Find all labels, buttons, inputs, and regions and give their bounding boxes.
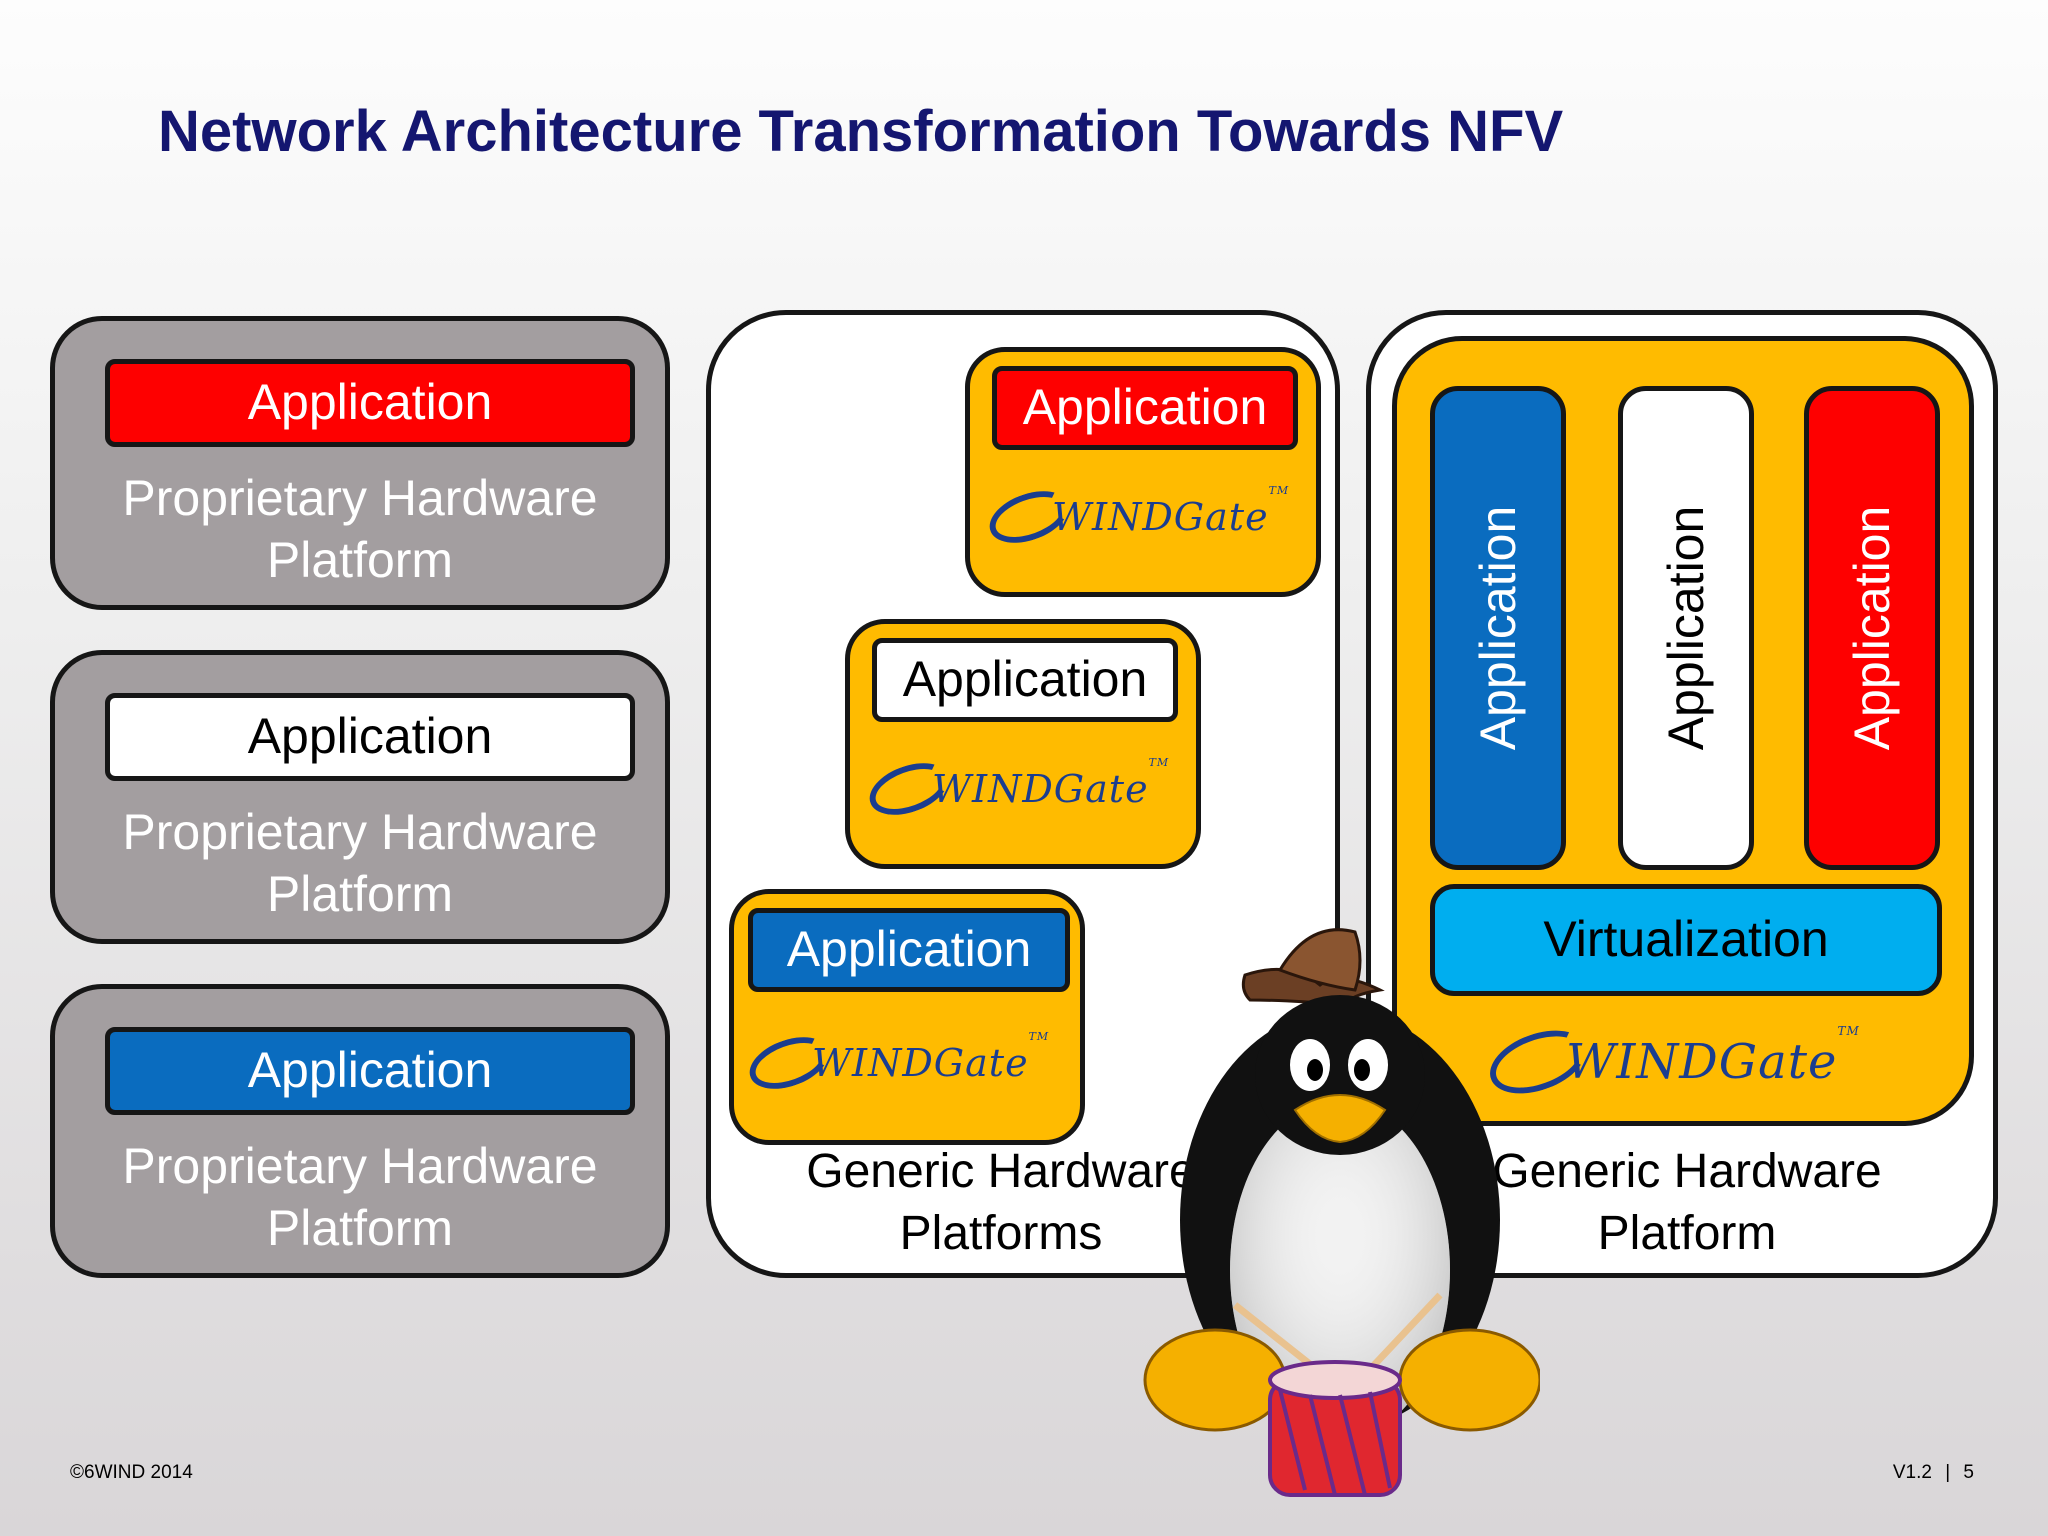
separator: | — [1945, 1462, 1951, 1483]
platform-label: Proprietary Hardware Platform — [55, 467, 665, 591]
version-text: V1.2 — [1892, 1462, 1932, 1483]
label-line1: Generic Hardware — [1492, 1145, 1882, 1198]
platform-label-line2: Platform — [266, 1200, 454, 1256]
application-vertical-white: Application — [1618, 386, 1754, 870]
application-bar-blue: Application — [105, 1027, 635, 1115]
proprietary-box-1: Application Proprietary Hardware Platfor… — [50, 316, 670, 610]
windgate-logo-icon: WINDGate TM — [982, 472, 1308, 562]
copyright-text: ©6WIND 2014 — [70, 1462, 193, 1483]
windgate-app-box-blue: Application WINDGate TM — [729, 889, 1085, 1145]
proprietary-box-2: Application Proprietary Hardware Platfor… — [50, 650, 670, 944]
platform-label-line1: Proprietary Hardware — [122, 1138, 598, 1194]
application-bar-blue: Application — [748, 908, 1070, 992]
virtualization-bar: Virtualization — [1430, 884, 1942, 996]
application-bar-white: Application — [872, 638, 1178, 722]
generic-hardware-platforms-label: Generic Hardware Platforms — [791, 1141, 1211, 1265]
label-line1: Generic Hardware — [806, 1145, 1196, 1198]
page-number: 5 — [1963, 1462, 1974, 1483]
generic-hardware-platforms-panel: Application WINDGate TM Application WIND… — [706, 310, 1340, 1278]
application-vertical-blue: Application — [1430, 386, 1566, 870]
generic-hardware-platform-label: Generic Hardware Platform — [1437, 1141, 1937, 1265]
windgate-logo-icon: WINDGate TM — [1481, 1010, 1888, 1114]
windgate-app-box-red: Application WINDGate TM — [965, 347, 1321, 597]
application-vertical-red: Application — [1804, 386, 1940, 870]
label-line2: Platform — [1597, 1207, 1777, 1260]
platform-label-line1: Proprietary Hardware — [122, 470, 598, 526]
application-bar-red: Application — [105, 359, 635, 447]
slide-title: Network Architecture Transformation Towa… — [158, 99, 1564, 164]
windgate-logo-icon: WINDGate TM — [742, 1018, 1068, 1108]
application-bar-white: Application — [105, 693, 635, 781]
platform-label-line2: Platform — [266, 866, 454, 922]
slide-version-page: V1.2 | 5 — [1893, 1462, 1974, 1484]
windgate-app-box-white: Application WINDGate TM — [845, 619, 1201, 869]
platform-label-line2: Platform — [266, 532, 454, 588]
application-bar-red: Application — [992, 366, 1298, 450]
tux-penguin-mascot-icon — [1143, 928, 1540, 1497]
platform-label: Proprietary Hardware Platform — [55, 1135, 665, 1259]
platform-label-line1: Proprietary Hardware — [122, 804, 598, 860]
label-line2: Platforms — [899, 1207, 1103, 1260]
platform-label: Proprietary Hardware Platform — [55, 801, 665, 925]
proprietary-box-3: Application Proprietary Hardware Platfor… — [50, 984, 670, 1278]
windgate-logo-icon: WINDGate TM — [862, 744, 1188, 834]
